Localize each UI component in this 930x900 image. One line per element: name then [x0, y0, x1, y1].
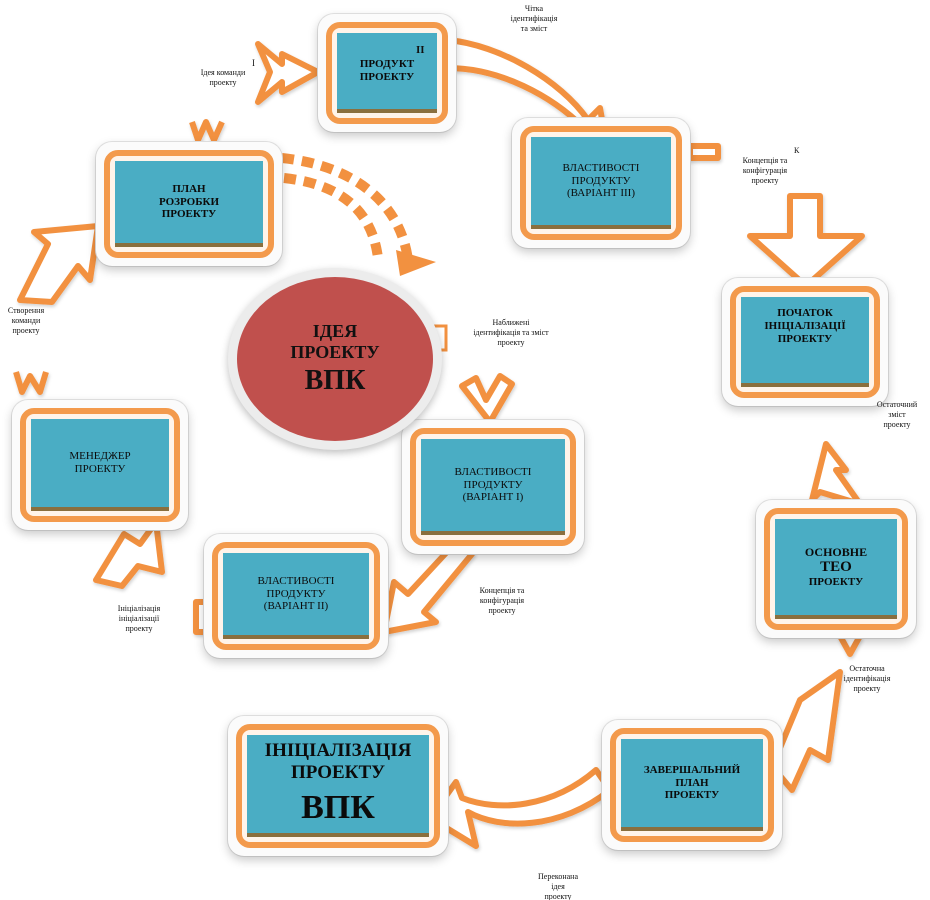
arrow-final-content — [809, 441, 863, 507]
node-project-initialization: ІНІЦІАЛІЗАЦІЯ ПРОЕКТУ ВПК — [228, 716, 448, 856]
node-development-plan: ПЛАН РОЗРОБКИ ПРОЕКТУ — [96, 142, 282, 266]
teo-line1: ОСНОВНЕ — [804, 544, 868, 559]
node-main-feasibility: ОСНОВНЕ ТЕО ПРОЕКТУ — [756, 500, 916, 638]
label-team-idea: Ідея команди проекту — [200, 68, 246, 87]
arrow-concept2 — [381, 537, 475, 635]
init-line3: ВПК — [301, 789, 375, 827]
center-idea-core: ІДЕЯ ПРОЕКТУ ВПК — [237, 277, 433, 441]
center-line1: ІДЕЯ — [312, 320, 358, 341]
label-final-identification: Остаточна ідентифікація проекту — [843, 664, 891, 693]
dashed-arc-inner — [283, 173, 383, 259]
node-final-plan: ЗАВЕРШАЛЬНИЙ ПЛАН ПРОЕКТУ — [602, 720, 782, 850]
init-line1: ІНІЦІАЛІЗАЦІЯ — [264, 739, 412, 761]
arrow-team-idea — [255, 41, 321, 105]
node-product-label: ПРОДУКТ ПРОЕКТУ — [337, 33, 437, 113]
teo-line3: ПРОЕКТУ — [808, 576, 864, 589]
arrow-team-create — [17, 223, 101, 305]
node-final-plan-label: ЗАВЕРШАЛЬНИЙ ПЛАН ПРОЕКТУ — [621, 739, 763, 831]
arrow-plan-top — [189, 119, 225, 143]
node-product-number: II — [416, 44, 425, 56]
arrow-into-start — [747, 193, 865, 289]
arrow-teo-down — [837, 634, 863, 657]
node-properties-variant-2: ВЛАСТИВОСТІ ПРОДУКТУ (ВАРІАНТ ІІ) — [204, 534, 388, 658]
init-line2: ПРОЕКТУ — [290, 761, 386, 783]
arrow-convinced — [427, 767, 613, 849]
label-clear-identification: Чітка ідентифікація та зміст — [510, 4, 558, 33]
arrow-manager-up — [13, 371, 49, 395]
node-start-initialization-label: ПОЧАТОК ІНІЦІАЛІЗАЦІЇ ПРОЕКТУ — [741, 297, 869, 387]
teo-line2: ТЕО — [820, 558, 852, 575]
label-concept-config-2: Концепція та конфігурація проекту — [479, 586, 525, 615]
node-product: ПРОДУКТ ПРОЕКТУ II — [318, 14, 456, 132]
node-properties-variant-2-label: ВЛАСТИВОСТІ ПРОДУКТУ (ВАРІАНТ ІІ) — [223, 553, 369, 639]
label-approx-identification: Наближені ідентифікація та зміст проекту — [473, 318, 549, 347]
label-team-creation: Створення команди проекту — [7, 306, 45, 335]
node-properties-variant-1-label: ВЛАСТИВОСТІ ПРОДУКТУ (ВАРІАНТ І) — [421, 439, 565, 535]
label-init-initialization: Ініціалізація ініціалізації проекту — [117, 604, 161, 633]
center-line2: ПРОЕКТУ — [290, 342, 380, 363]
arrow-approx-id — [459, 373, 515, 425]
center-idea: ІДЕЯ ПРОЕКТУ ВПК — [228, 268, 442, 450]
node-properties-variant-1: ВЛАСТИВОСТІ ПРОДУКТУ (ВАРІАНТ І) — [402, 420, 584, 554]
arrow-concept-k — [687, 143, 721, 161]
node-properties-variant-3-label: ВЛАСТИВОСТІ ПРОДУКТУ (ВАРІАНТ III) — [531, 137, 671, 229]
node-development-plan-label: ПЛАН РОЗРОБКИ ПРОЕКТУ — [115, 161, 263, 247]
node-start-initialization: ПОЧАТОК ІНІЦІАЛІЗАЦІЇ ПРОЕКТУ — [722, 278, 888, 406]
label-convinced-idea: Переконана ідея проекту — [537, 872, 579, 900]
node-project-initialization-panel: ІНІЦІАЛІЗАЦІЯ ПРОЕКТУ ВПК — [247, 735, 429, 837]
label-concept-config-k: Концепція та конфігурація проекту — [742, 156, 788, 185]
node-manager: МЕНЕДЖЕР ПРОЕКТУ — [12, 400, 188, 530]
node-manager-label: МЕНЕДЖЕР ПРОЕКТУ — [31, 419, 169, 511]
arrow-to-manager — [93, 519, 165, 589]
dashed-arc-head — [396, 250, 436, 276]
label-final-content: Остаточний зміст проекту — [876, 400, 918, 429]
center-line3: ВПК — [304, 364, 366, 396]
dashed-arc — [281, 153, 413, 261]
label-concept-k-letter: К — [794, 146, 800, 155]
node-properties-variant-3: ВЛАСТИВОСТІ ПРОДУКТУ (ВАРІАНТ III) — [512, 118, 690, 248]
label-team-idea-number: І — [252, 58, 255, 68]
node-main-feasibility-panel: ОСНОВНЕ ТЕО ПРОЕКТУ — [775, 519, 897, 619]
